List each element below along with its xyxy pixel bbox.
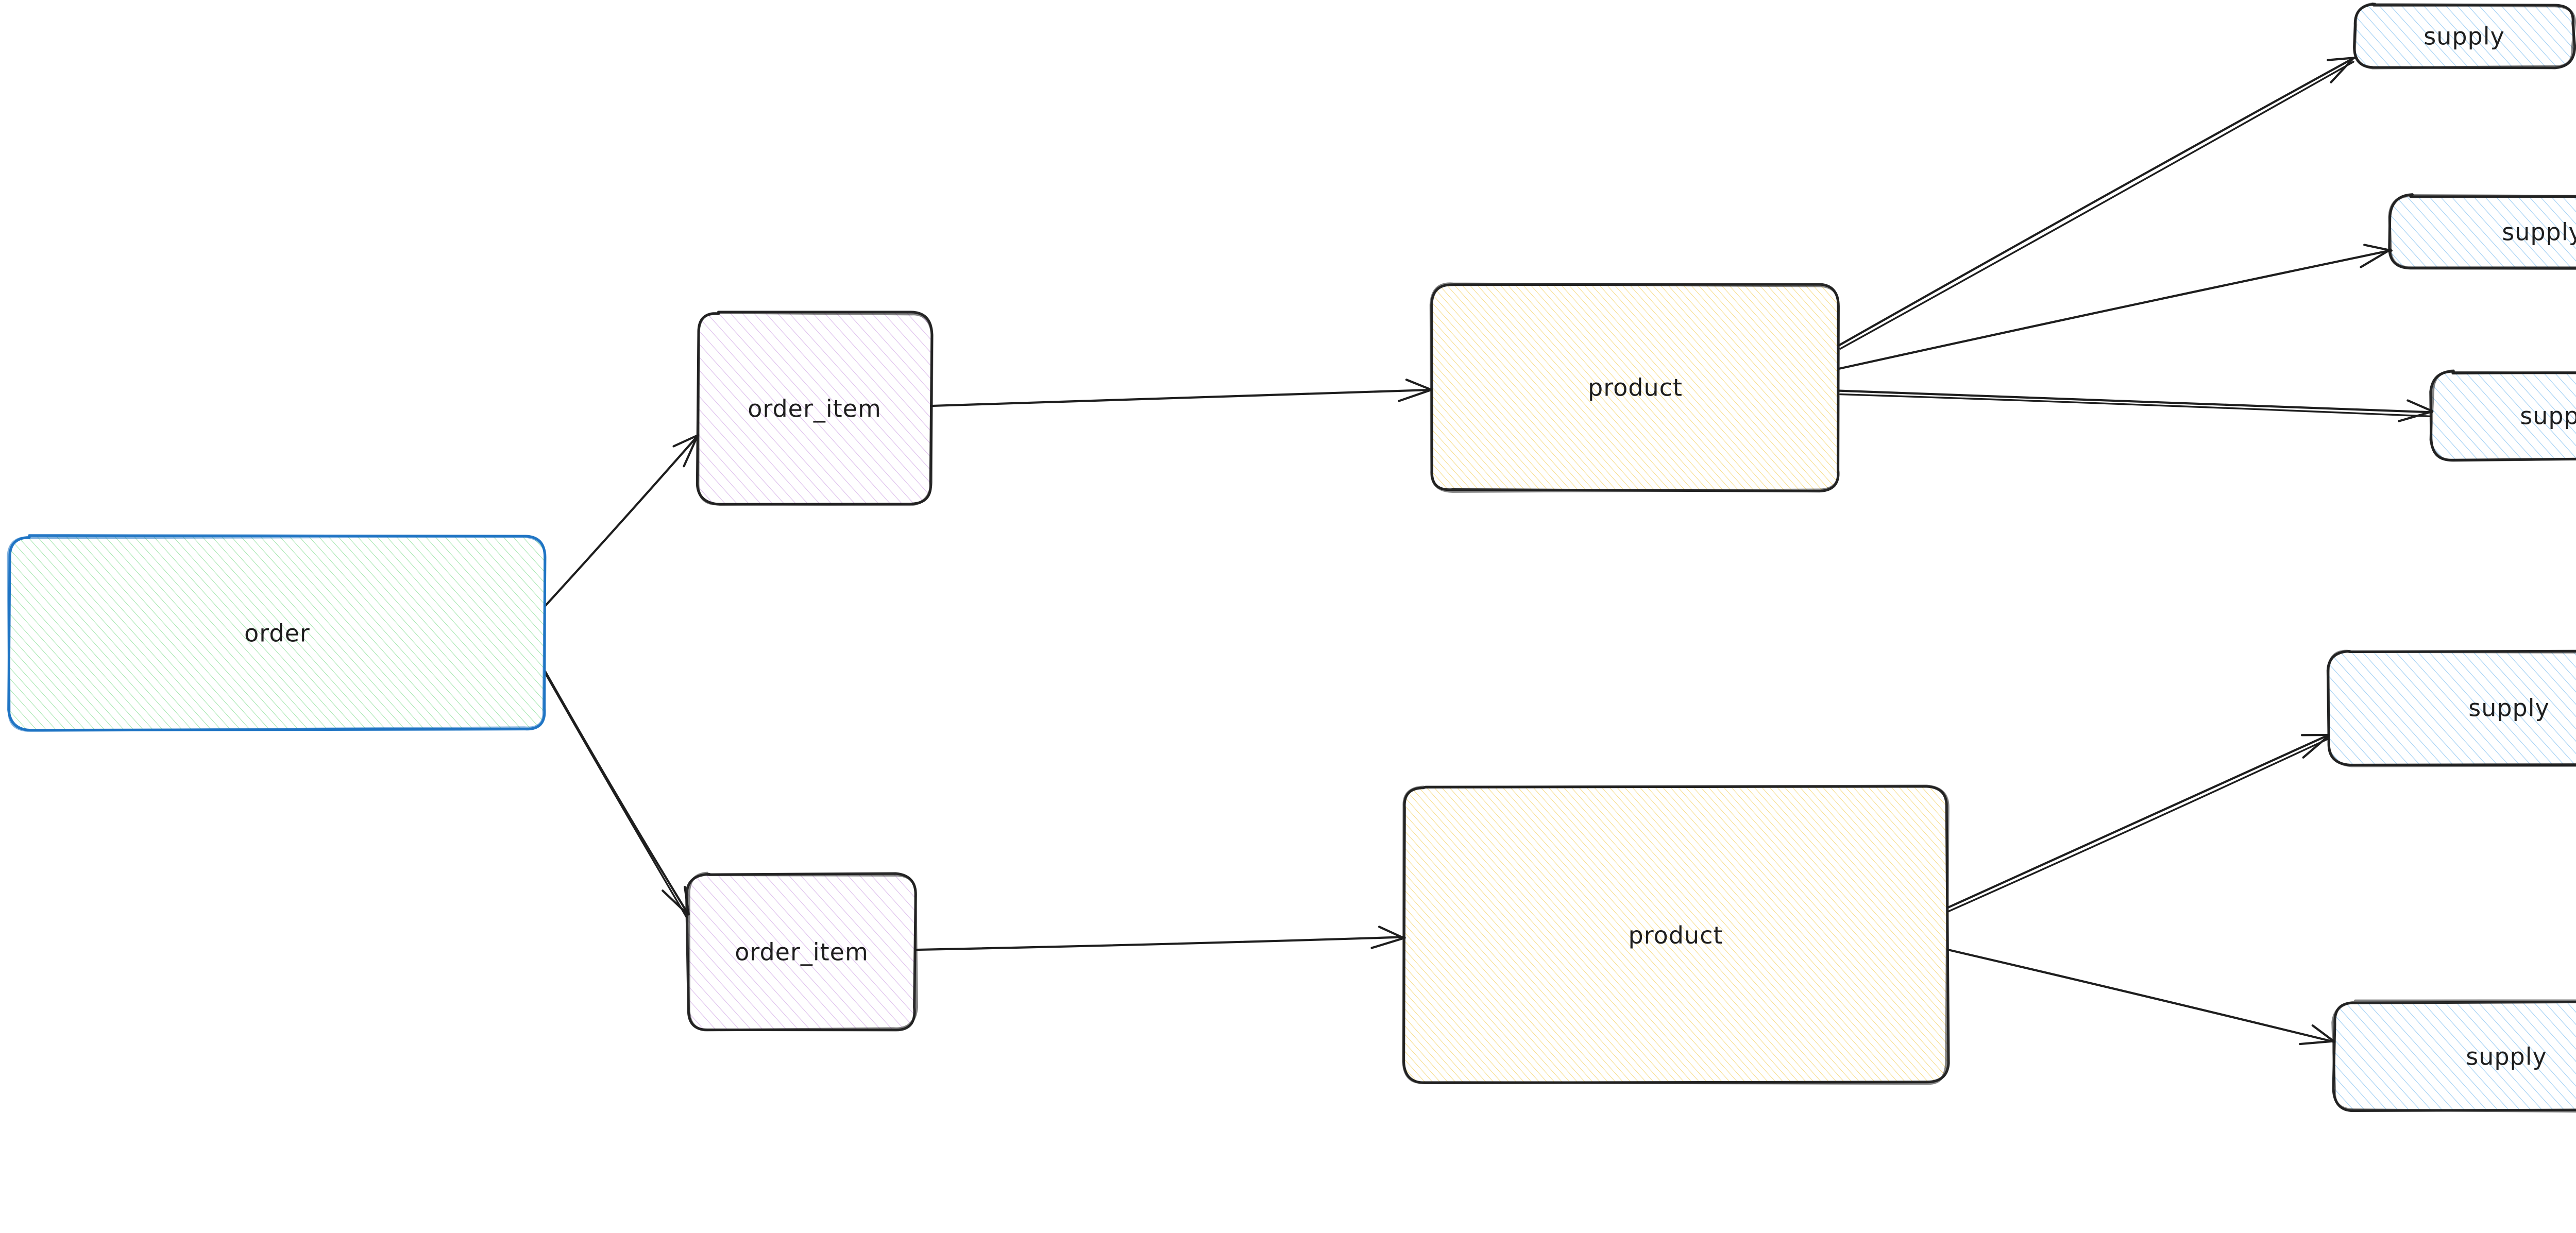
node-supply_1[interactable]: supply <box>2353 2 2576 70</box>
arrow-head <box>2311 1024 2336 1043</box>
node-supply_5[interactable]: supply <box>2331 999 2576 1113</box>
node-layer: orderorder_itemorder_itemproductproducts… <box>7 2 2576 1113</box>
node-order_item_2[interactable]: order_item <box>685 871 918 1032</box>
arrow-head <box>2327 57 2357 61</box>
node-outline-secondary <box>2327 649 2576 767</box>
node-fill <box>1431 284 1839 491</box>
node-outline-secondary <box>1402 784 1950 1085</box>
node-outline-secondary <box>1429 282 1840 493</box>
arrow-head <box>1370 936 1406 949</box>
node-supply_2[interactable]: supply <box>2388 193 2576 270</box>
arrow-head <box>2363 244 2393 252</box>
node-product_2[interactable]: product <box>1402 784 1950 1085</box>
arrow-head <box>2398 410 2432 422</box>
edge-order-to-order_item_1[interactable] <box>544 433 700 607</box>
arrow-head <box>2302 734 2330 759</box>
edge-product_1-to-supply_1[interactable] <box>1838 56 2357 350</box>
edge-product_1-to-supply_3[interactable] <box>1838 389 2434 422</box>
node-fill <box>1403 786 1949 1083</box>
node-supply_4[interactable]: supply <box>2326 649 2576 767</box>
node-fill <box>2354 4 2575 68</box>
node-fill <box>8 535 545 730</box>
arrow-head <box>672 434 700 448</box>
edge-order_item_1-to-product_1[interactable] <box>929 379 1433 407</box>
arrow-head <box>2360 248 2392 268</box>
node-fill <box>697 312 932 505</box>
arrow-head <box>2330 57 2355 83</box>
arrow-head <box>2406 399 2434 413</box>
arrow-head <box>1378 926 1405 939</box>
node-product_1[interactable]: product <box>1429 282 1840 493</box>
node-fill <box>2430 371 2576 460</box>
edge-order_item_2-to-product_2[interactable] <box>914 926 1406 951</box>
arrow-head <box>1398 389 1432 402</box>
node-outline-secondary <box>2388 194 2576 269</box>
arrow-head <box>1405 379 1433 391</box>
node-outline-secondary <box>2331 999 2576 1113</box>
node-order_item_1[interactable]: order_item <box>696 311 934 506</box>
node-outline-secondary <box>2429 369 2576 462</box>
edge-product_1-to-supply_2[interactable] <box>1838 244 2393 370</box>
node-outline-secondary <box>687 871 918 1032</box>
arrow-head <box>2299 1040 2334 1046</box>
node-outline-secondary <box>7 535 547 732</box>
node-order[interactable]: order <box>7 534 547 732</box>
node-outline-secondary <box>697 311 934 506</box>
edge-order-to-order_item_2[interactable] <box>544 670 690 919</box>
node-supply_3[interactable]: supply <box>2429 369 2576 462</box>
edge-product_2-to-supply_4[interactable] <box>1946 733 2330 913</box>
arrow-head <box>683 433 700 468</box>
arrow-head <box>662 889 689 916</box>
node-fill <box>686 873 916 1030</box>
node-fill <box>2328 651 2576 765</box>
edge-product_2-to-supply_5[interactable] <box>1946 948 2336 1046</box>
edge-layer <box>544 56 2434 1046</box>
node-outline-secondary <box>2353 2 2576 70</box>
node-fill <box>2389 194 2576 269</box>
node-fill <box>2333 1002 2576 1111</box>
